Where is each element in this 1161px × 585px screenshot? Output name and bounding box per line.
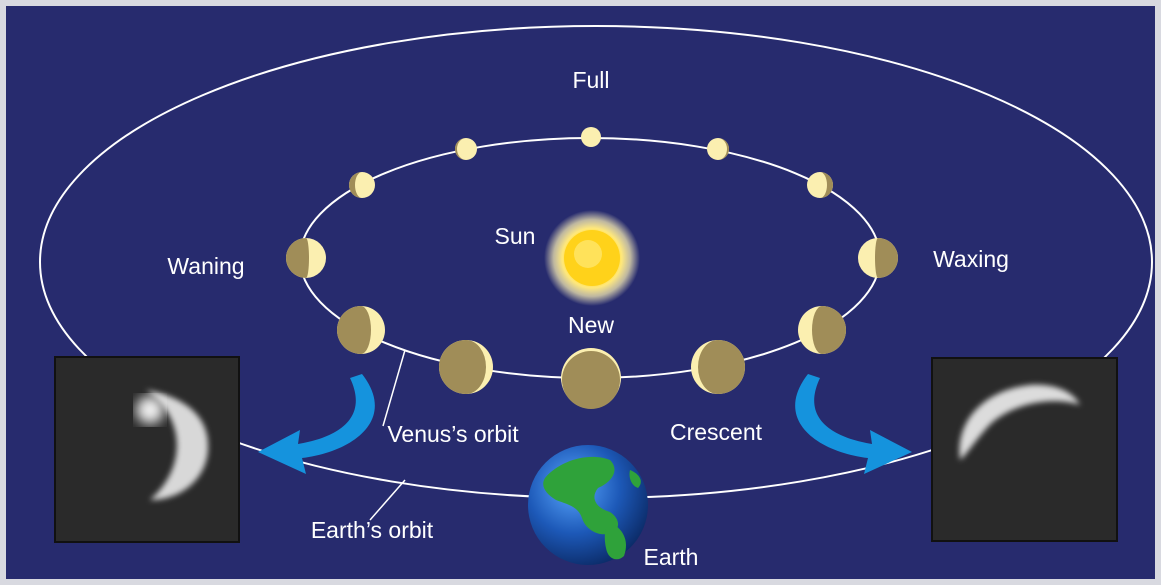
label-full: Full xyxy=(572,67,609,93)
venus-phase-crescent-left-1 xyxy=(337,306,385,354)
earth-globe-icon xyxy=(528,445,648,565)
venus-photo-waning xyxy=(54,356,240,543)
curved-arrow-icon-right xyxy=(795,374,912,474)
venus-phase-gibbous-right-2 xyxy=(807,172,833,198)
label-waxing: Waxing xyxy=(933,246,1009,272)
label-crescent: Crescent xyxy=(670,419,763,445)
label-earth-orbit: Earth’s orbit xyxy=(311,517,434,543)
venus-phase-new xyxy=(561,348,621,409)
venus-phase-quarter-right xyxy=(858,238,898,278)
label-earth: Earth xyxy=(644,544,699,570)
venus-phase-full xyxy=(581,127,601,147)
venus-orbit-pointer xyxy=(382,349,406,427)
label-venus-orbit: Venus’s orbit xyxy=(387,421,519,447)
venus-phase-crescent-right-2 xyxy=(691,340,745,394)
label-sun: Sun xyxy=(495,223,536,249)
venus-photo-waxing xyxy=(931,357,1118,542)
curved-arrow-icon-left xyxy=(258,374,375,474)
venus-phase-crescent-left-2 xyxy=(439,340,493,394)
label-new: New xyxy=(568,312,614,338)
venus-phase-gibbous-left-1 xyxy=(455,138,477,160)
label-waning: Waning xyxy=(167,253,244,279)
earth-orbit-pointer xyxy=(369,479,406,521)
venus-phase-crescent-right-1 xyxy=(798,306,846,354)
venus-phase-gibbous-right-1 xyxy=(707,138,729,160)
sun-icon xyxy=(544,210,640,306)
venus-phase-gibbous-left-2 xyxy=(349,172,375,198)
venus-phase-quarter-left xyxy=(286,238,326,278)
